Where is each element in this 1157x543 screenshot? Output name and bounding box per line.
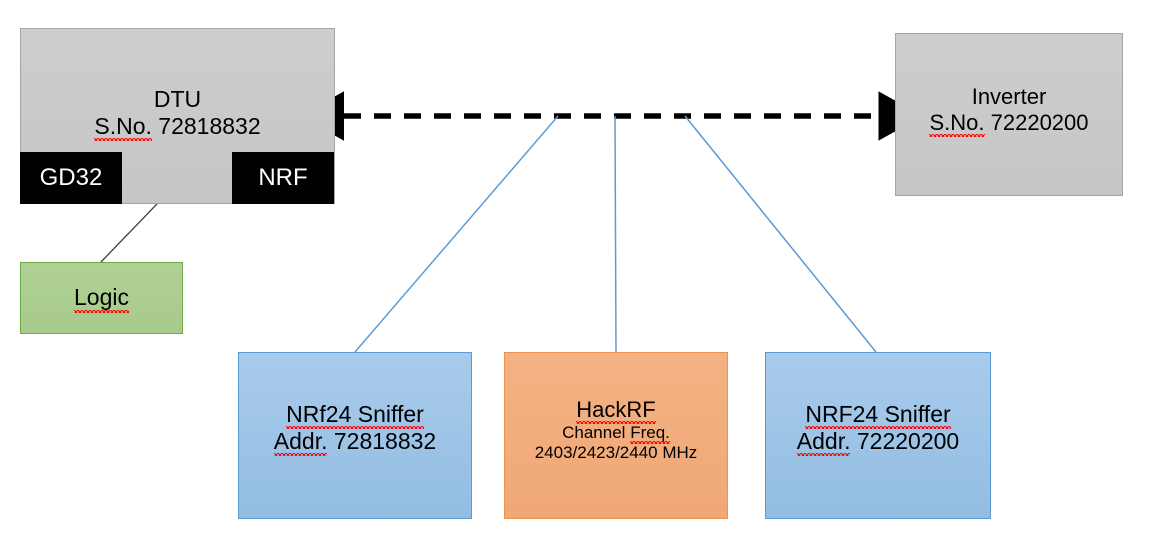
dtu-serial-line: S.No. 72818832	[94, 113, 261, 142]
sniffer-left-title: NRf24 Sniffer	[286, 401, 424, 430]
rf-tap-line-left	[354, 115, 559, 353]
node-sniffer-left[interactable]: NRf24 Sniffer Addr. 72818832	[238, 352, 472, 519]
sniffer-left-addr-value: 72818832	[333, 428, 437, 455]
sniffer-right-title-text: NRF24 Sniffer	[805, 401, 951, 430]
sniffer-right-addr-line: Addr. 72220200	[796, 428, 960, 457]
sniffer-left-addr-line: Addr. 72818832	[273, 428, 437, 457]
dtu-serial-value: 72818832	[158, 113, 261, 140]
node-gd32-mcu[interactable]: GD32	[20, 152, 122, 204]
dtu-title: DTU	[153, 86, 202, 112]
inverter-serial-line: S.No. 72220200	[929, 109, 1089, 137]
inverter-serial-value: 72220200	[990, 109, 1089, 135]
node-hackrf[interactable]: HackRF Channel Freq. 2403/2423/2440 MHz	[504, 352, 728, 519]
hackrf-title: HackRF	[576, 397, 657, 424]
sniffer-right-title: NRF24 Sniffer	[805, 401, 951, 430]
rf-tap-line-center	[614, 115, 617, 353]
hackrf-title-text: HackRF	[576, 397, 657, 424]
dtu-serial-label: S.No.	[94, 113, 152, 142]
hackrf-frequencies: 2403/2423/2440 MHz	[534, 443, 698, 462]
node-sniffer-right[interactable]: NRF24 Sniffer Addr. 72220200	[765, 352, 991, 519]
hackrf-channel-line: Channel Freq.	[562, 422, 670, 445]
sniffer-left-title-text: NRf24 Sniffer	[286, 401, 424, 430]
node-logic-analyzer[interactable]: Logic	[20, 262, 183, 334]
node-nrf-radio[interactable]: NRF	[232, 152, 334, 204]
node-inverter[interactable]: Inverter S.No. 72220200	[895, 33, 1123, 196]
inverter-title: Inverter	[971, 84, 1047, 109]
rf-tap-line-right	[684, 115, 877, 353]
inverter-serial-label: S.No.	[929, 109, 985, 137]
logic-label: Logic	[74, 284, 129, 313]
gd32-label: GD32	[39, 164, 103, 191]
sniffer-left-addr-label: Addr.	[273, 428, 328, 457]
nrf-label: NRF	[258, 164, 308, 191]
hackrf-channel-label: Channel	[562, 422, 626, 442]
sniffer-right-addr-label: Addr.	[796, 428, 851, 457]
sniffer-right-addr-value: 72220200	[856, 428, 960, 455]
hackrf-freq-label: Freq.	[630, 422, 670, 445]
